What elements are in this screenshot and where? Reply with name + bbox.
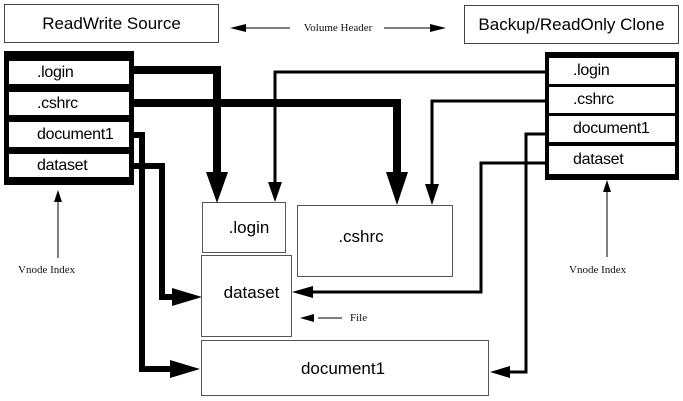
row-label: dataset bbox=[573, 151, 624, 168]
left-vnode-index-label: Vnode Index bbox=[18, 264, 76, 276]
file-cshrc-label: .cshrc bbox=[338, 227, 384, 246]
backup-clone-label: Backup/ReadOnly Clone bbox=[478, 14, 665, 34]
left-login-connector bbox=[134, 66, 221, 178]
right-vnode-index-label: Vnode Index bbox=[569, 264, 627, 276]
right-login-connector bbox=[273, 70, 549, 184]
readwrite-source-header: ReadWrite Source bbox=[4, 4, 219, 43]
backup-clone-header: Backup/ReadOnly Clone bbox=[464, 5, 679, 44]
file-cshrc: .cshrc bbox=[297, 205, 453, 277]
right-vnode-index: .login .cshrc document1 dataset bbox=[545, 52, 679, 180]
arrowhead-right-document1 bbox=[490, 366, 510, 378]
readwrite-source-label: ReadWrite Source bbox=[42, 13, 181, 33]
volume-header-label: Volume Header bbox=[303, 22, 373, 34]
file-document1-label: document1 bbox=[300, 359, 386, 378]
right-vnode-row-cshrc: .cshrc bbox=[549, 87, 675, 113]
arrowhead-volume-left bbox=[230, 24, 246, 32]
row-label: document1 bbox=[37, 125, 114, 143]
file-dataset-label: dataset bbox=[223, 283, 280, 302]
left-vnode-row-cshrc: .cshrc bbox=[9, 92, 129, 115]
file-document1: document1 bbox=[201, 340, 489, 396]
arrowhead-file-pointer bbox=[300, 314, 314, 322]
left-vnode-row-dataset: dataset bbox=[9, 154, 129, 177]
arrowhead-right-login bbox=[268, 182, 282, 202]
file-login: .login bbox=[202, 202, 286, 253]
right-cshrc-connector bbox=[430, 99, 549, 188]
right-vnode-row-document1: document1 bbox=[549, 116, 675, 142]
row-label: .login bbox=[573, 62, 610, 79]
arrowhead-volume-right bbox=[430, 24, 446, 32]
row-label: document1 bbox=[573, 120, 650, 137]
file-login-label: .login bbox=[228, 217, 270, 237]
arrowhead-right-cshrc bbox=[425, 184, 439, 205]
arrowhead-left-cshrc bbox=[386, 172, 408, 205]
row-label: .cshrc bbox=[37, 94, 78, 112]
left-cshrc-connector bbox=[134, 99, 401, 178]
file-dataset: dataset bbox=[201, 255, 292, 337]
left-vnode-index: .login .cshrc document1 dataset bbox=[4, 51, 134, 185]
arrowhead-left-document1 bbox=[170, 360, 200, 378]
right-dataset-connector bbox=[312, 161, 549, 294]
file-label: File bbox=[350, 312, 368, 324]
right-document1-connector bbox=[506, 132, 549, 374]
arrowhead-left-vnode-pointer bbox=[54, 190, 62, 202]
row-label: dataset bbox=[37, 156, 88, 174]
arrowhead-left-login bbox=[206, 172, 228, 203]
arrowhead-right-vnode-pointer bbox=[603, 180, 611, 192]
right-vnode-row-login: .login bbox=[549, 58, 675, 84]
left-dataset-connector bbox=[134, 163, 172, 300]
right-vnode-row-dataset: dataset bbox=[549, 146, 675, 174]
left-vnode-row-login: .login bbox=[9, 61, 129, 84]
arrowhead-left-dataset bbox=[172, 288, 202, 306]
left-vnode-row-document1: document1 bbox=[9, 122, 129, 147]
row-label: .cshrc bbox=[573, 91, 614, 108]
arrowhead-right-dataset bbox=[292, 286, 313, 298]
left-document1-connector bbox=[134, 132, 170, 372]
row-label: .login bbox=[37, 63, 74, 81]
